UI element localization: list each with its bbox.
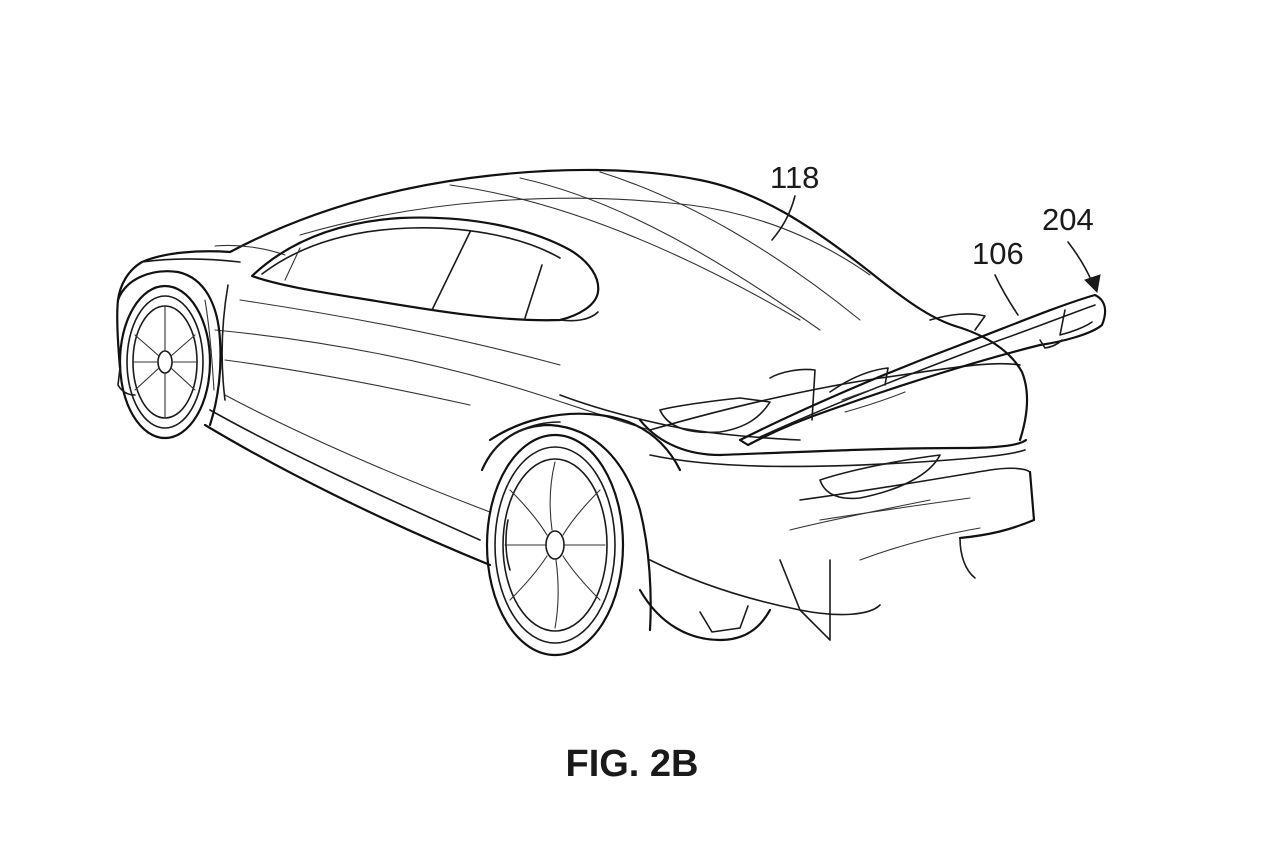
front-wheel	[116, 270, 222, 440]
figure-caption: FIG. 2B	[565, 743, 698, 785]
leader-118	[771, 195, 796, 241]
arrowhead-204	[1084, 274, 1101, 294]
rear-spoiler	[738, 293, 1107, 447]
leader-204	[1067, 241, 1093, 283]
car-body	[116, 168, 1036, 642]
car-windows	[250, 216, 600, 322]
ref-204-label: 204	[1042, 202, 1094, 237]
leader-106	[994, 274, 1019, 316]
rear-wheel	[480, 421, 652, 657]
ref-118-label: 118	[770, 160, 819, 195]
reference-callouts: 118 106 204	[770, 160, 1101, 316]
ref-106-label: 106	[972, 236, 1024, 271]
